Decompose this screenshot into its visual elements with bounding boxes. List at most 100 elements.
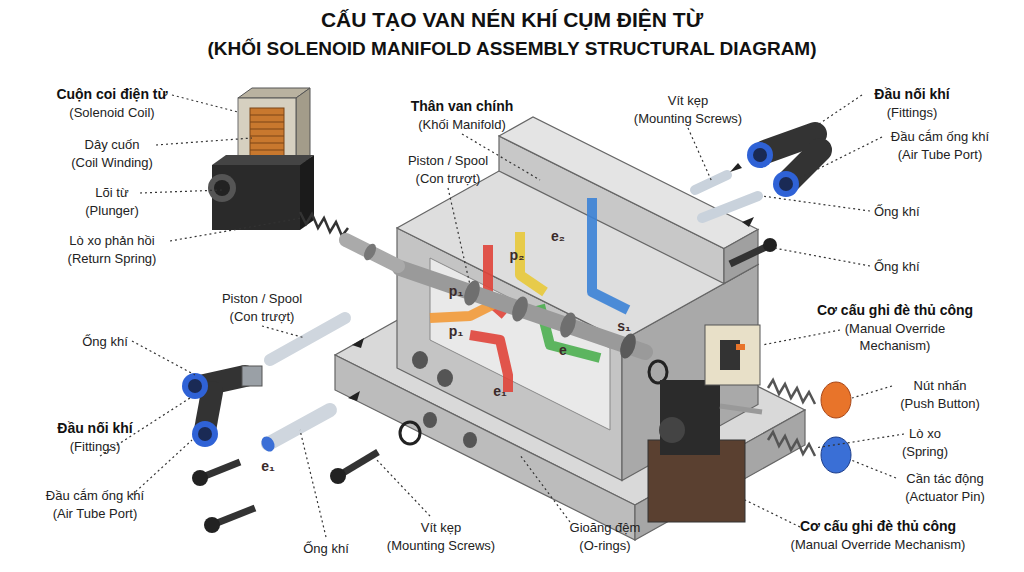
- part-label: (KHỐI SOLENOID MANIFOLD ASSEMBLY STRUCTU…: [207, 38, 816, 60]
- part-label: (Air Tube Port): [898, 146, 983, 163]
- leader-line: [170, 218, 302, 241]
- leader-line: [745, 500, 800, 527]
- part-label: (Air Tube Port): [53, 505, 138, 522]
- leader-line: [132, 440, 192, 495]
- spool-land: [557, 310, 579, 339]
- part-label: (Con trượt): [230, 308, 295, 325]
- port-label: e: [559, 342, 567, 359]
- port-label: p₁: [449, 283, 463, 300]
- tube-port: [773, 171, 799, 197]
- part-label: (Manual Override Mechanism): [830, 320, 960, 354]
- push-button: [821, 382, 851, 418]
- part-label: Ống khí: [874, 258, 920, 275]
- cutaway: [430, 258, 610, 430]
- screw-head: [330, 468, 346, 484]
- coil-winding: [250, 108, 284, 160]
- leader-line: [172, 95, 238, 112]
- cable-gland: [208, 174, 236, 202]
- part-label: (Mounting Screws): [634, 110, 742, 127]
- title: CẤU TẠO VAN NÉN KHÍ CỤM ĐIỆN TỪ: [321, 8, 703, 32]
- part-label: (Plunger): [85, 202, 138, 219]
- tube-port: [747, 142, 773, 168]
- part-label: (Fittings): [887, 104, 938, 121]
- air-tube: [270, 318, 345, 360]
- port-label: s₁: [617, 318, 631, 335]
- part-label: (Fittings): [70, 438, 121, 455]
- flow-arrow: [730, 163, 742, 172]
- part-label: (Mounting Screws): [387, 537, 495, 554]
- screw-head: [204, 517, 220, 533]
- flow-arrow: [352, 338, 364, 348]
- leader-line: [300, 430, 326, 537]
- port-label: e₁: [261, 458, 275, 475]
- part-label: (O-rings): [579, 537, 630, 554]
- part-label: Thân van chính: [411, 98, 514, 115]
- part-label: Cơ cấu ghi đè thủ công: [817, 302, 973, 319]
- spool-land: [617, 331, 639, 360]
- leader-line: [140, 190, 222, 193]
- tube-port: [182, 373, 208, 399]
- part-label: (Solenoid Coil): [69, 104, 154, 121]
- leader-line: [774, 248, 870, 266]
- leader-line: [815, 434, 904, 448]
- spool-land: [509, 294, 531, 323]
- part-label: Ống khí: [82, 333, 128, 350]
- base-hole: [423, 412, 437, 428]
- part-label: Piston / Spool: [222, 290, 302, 307]
- override-indicator: [736, 344, 745, 350]
- screw-head: [763, 238, 777, 252]
- back-wall-top: [499, 117, 758, 249]
- block-hole: [437, 369, 453, 387]
- port-label: e₂: [551, 228, 565, 245]
- spool: [400, 268, 645, 352]
- leader-line: [852, 386, 892, 398]
- leader-line: [851, 460, 896, 478]
- part-label: (Actuator Pin): [905, 488, 984, 505]
- leader-line: [375, 458, 430, 516]
- part-label: Đầu cắm ống khí: [46, 487, 144, 504]
- part-label: (Spring): [902, 443, 948, 460]
- spool-land: [461, 278, 483, 307]
- o-ring: [400, 422, 420, 444]
- tube-port: [198, 427, 212, 441]
- port-label: p₂: [510, 247, 525, 264]
- part-label: Đầu cắm ống khí: [891, 128, 989, 145]
- screw-head: [192, 470, 208, 486]
- part-label: (Return Spring): [68, 250, 157, 267]
- actuator-shaft: [720, 406, 762, 412]
- leader-line: [688, 128, 712, 182]
- part-label: (Coil Winding): [71, 154, 153, 171]
- plunger-ring: [361, 242, 378, 263]
- leader-line: [156, 138, 252, 145]
- part-label: Cần tác động: [906, 470, 983, 487]
- leader-line: [520, 455, 570, 522]
- leader-line: [810, 95, 862, 130]
- tube-port: [753, 148, 767, 162]
- port-label: p₁: [449, 323, 463, 340]
- leader-line: [448, 188, 470, 285]
- part-label: (Con trượt): [416, 170, 481, 187]
- part-label: Vít kẹp: [421, 519, 461, 536]
- return-spring: [300, 212, 348, 236]
- leader-line: [762, 196, 870, 211]
- o-ring: [649, 361, 667, 383]
- part-label: Cuộn coi điện từ: [56, 86, 167, 103]
- part-label: (Push Button): [900, 395, 980, 412]
- tube-port: [779, 177, 793, 191]
- part-label: Lò xo phản hồi: [69, 232, 154, 249]
- override-port: [659, 417, 685, 443]
- part-label: Ống khí: [874, 203, 920, 220]
- part-label: Lò xo: [909, 425, 941, 442]
- leader-lines: [100, 95, 904, 537]
- signal-channel: [592, 198, 628, 310]
- spring: [768, 432, 815, 456]
- part-label: Cơ cấu ghi đè thủ công: [800, 518, 956, 535]
- fitting-nut: [242, 366, 262, 386]
- port-label: e₁: [493, 383, 507, 400]
- part-label: Dây cuốn: [85, 136, 140, 153]
- part-label: Ống khí: [303, 540, 349, 557]
- tube-port: [188, 379, 202, 393]
